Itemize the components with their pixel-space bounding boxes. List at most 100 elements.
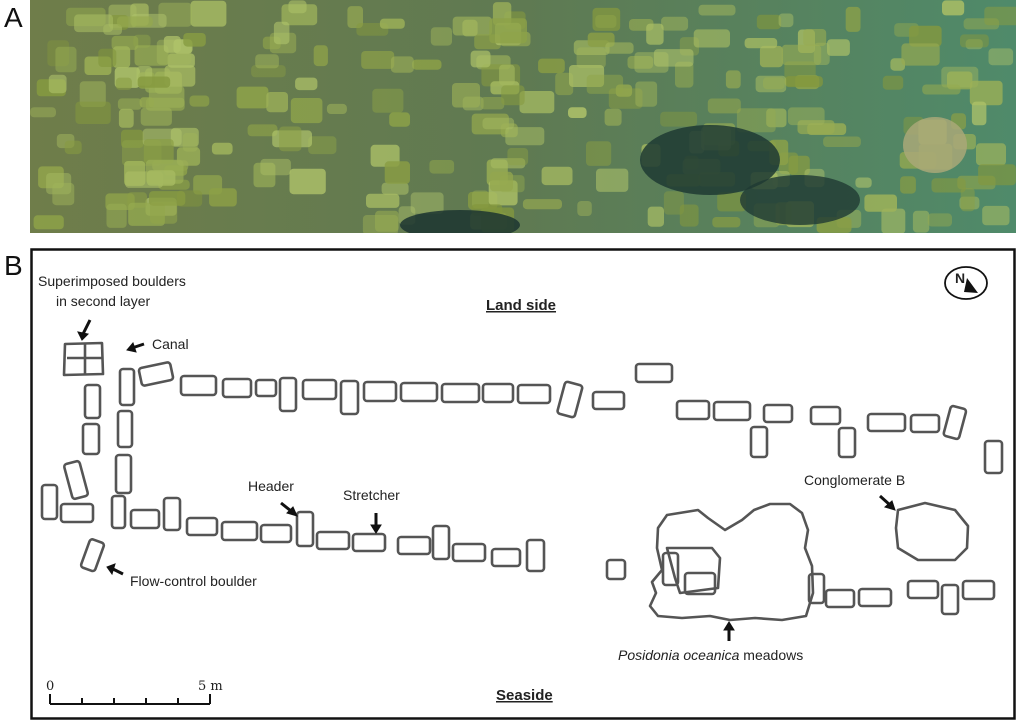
photo-boulder bbox=[784, 76, 823, 88]
dark-meadow-patch bbox=[400, 210, 520, 233]
boulder-outline bbox=[634, 362, 674, 384]
photo-boulder bbox=[663, 191, 684, 215]
photo-boulder bbox=[375, 210, 399, 232]
photo-boulder bbox=[725, 70, 741, 89]
photo-boulder bbox=[273, 21, 290, 45]
photo-boulder bbox=[698, 4, 736, 16]
photo-boulder bbox=[766, 108, 787, 128]
plan-drawing: Superimposed boulders in second layer Ca… bbox=[30, 248, 1016, 720]
photo-boulder bbox=[922, 84, 961, 95]
photo-boulder bbox=[164, 65, 196, 87]
photo-boulder bbox=[115, 77, 132, 90]
photo-boulder bbox=[236, 86, 269, 109]
boulder-outline bbox=[278, 376, 298, 413]
label-flow-control: Flow-control boulder bbox=[130, 573, 257, 589]
boulder-outline bbox=[362, 380, 398, 403]
photo-boulder bbox=[266, 92, 288, 113]
photo-boulder bbox=[288, 0, 307, 14]
arrow-flow-control-head bbox=[106, 563, 116, 576]
north-label: N bbox=[955, 270, 965, 286]
boulder-outline bbox=[525, 538, 546, 573]
photo-boulders bbox=[30, 0, 1016, 233]
boulder-outline bbox=[712, 400, 752, 422]
photo-boulder bbox=[781, 44, 822, 66]
label-posidonia-rest: meadows bbox=[739, 647, 803, 663]
photo-boulder bbox=[755, 75, 787, 93]
photo-boulder bbox=[901, 43, 940, 66]
photo-boulder bbox=[308, 136, 337, 155]
boulder-outline bbox=[254, 378, 278, 398]
photo-boulder bbox=[146, 170, 176, 186]
photo-boulder bbox=[472, 190, 489, 209]
arrow-header bbox=[280, 501, 292, 513]
photo-boulder bbox=[430, 27, 452, 46]
conglomerate-outline bbox=[894, 501, 970, 562]
photo-boulder bbox=[519, 91, 555, 114]
plan-frame bbox=[30, 248, 1016, 720]
boulder-outline bbox=[81, 422, 101, 456]
photo-boulder bbox=[931, 178, 966, 193]
photo-boulder bbox=[596, 168, 629, 192]
photo-boulder bbox=[855, 177, 872, 188]
boulder-outline bbox=[396, 535, 432, 556]
photo-boulder bbox=[167, 53, 195, 68]
label-posidonia: Posidonia oceanica meadows bbox=[618, 647, 803, 663]
boulder-outline bbox=[516, 383, 552, 405]
photo-boulder bbox=[176, 147, 201, 166]
photo-boulder bbox=[912, 210, 930, 233]
arrow-posidonia-head bbox=[723, 621, 735, 631]
photo-boulder bbox=[139, 97, 154, 108]
photo-boulder bbox=[890, 58, 905, 71]
photo-boulder bbox=[712, 217, 741, 228]
photo-boulder bbox=[505, 127, 545, 146]
photo-boulder bbox=[143, 139, 174, 164]
boulder-outline bbox=[762, 403, 794, 424]
photo-boulder bbox=[189, 95, 210, 107]
scale-start-label: 0 bbox=[46, 679, 54, 694]
panel-label-a: A bbox=[4, 2, 23, 33]
boulder-outline bbox=[940, 583, 960, 616]
photo-boulder bbox=[845, 6, 861, 32]
label-land-side: Land side bbox=[486, 297, 556, 314]
photo-boulder bbox=[55, 46, 77, 73]
photo-boulder bbox=[98, 48, 117, 67]
photo-boulder bbox=[74, 14, 113, 33]
dark-meadow-patch bbox=[640, 125, 780, 195]
photo-boulder bbox=[390, 56, 414, 73]
photo-boulder bbox=[627, 56, 654, 69]
photo-boulder bbox=[797, 120, 835, 135]
label-seaside: Seaside bbox=[496, 687, 553, 704]
boulder-outline bbox=[221, 377, 253, 399]
photo-boulder bbox=[538, 58, 565, 74]
boulder-outline bbox=[605, 558, 627, 581]
boulder-outline bbox=[83, 383, 102, 420]
stone-outlines bbox=[40, 341, 1004, 622]
posidonia-meadow-outline bbox=[648, 502, 815, 622]
photo-boulder bbox=[480, 97, 505, 110]
posidonia-meadow-inner bbox=[665, 546, 722, 595]
photo-boulder bbox=[586, 141, 612, 166]
photo-boulder bbox=[429, 160, 455, 174]
boulder-outline bbox=[79, 538, 106, 573]
photo-boulder bbox=[909, 25, 942, 47]
photo-boulder bbox=[984, 6, 1016, 26]
photo-boulder bbox=[255, 54, 279, 69]
boulder-outline bbox=[351, 532, 387, 553]
photo-boulder bbox=[568, 107, 587, 118]
label-header: Header bbox=[248, 478, 294, 494]
photo-boulder bbox=[756, 14, 782, 30]
scale-end-label: 5 m bbox=[198, 679, 223, 694]
photo-boulder bbox=[452, 83, 480, 108]
photo-boulder bbox=[290, 98, 323, 124]
photo-boulder bbox=[499, 64, 515, 86]
aerial-photo bbox=[30, 0, 1016, 233]
label-canal: Canal bbox=[152, 336, 189, 352]
photo-boulder bbox=[660, 111, 698, 127]
boulder-outline bbox=[857, 587, 893, 608]
photo-boulder bbox=[121, 129, 144, 148]
photo-boulder bbox=[501, 85, 525, 106]
annotation-arrows bbox=[77, 319, 896, 641]
photo-boulder bbox=[555, 72, 574, 96]
boulder-outline bbox=[185, 516, 219, 537]
photo-boulder bbox=[75, 101, 111, 124]
